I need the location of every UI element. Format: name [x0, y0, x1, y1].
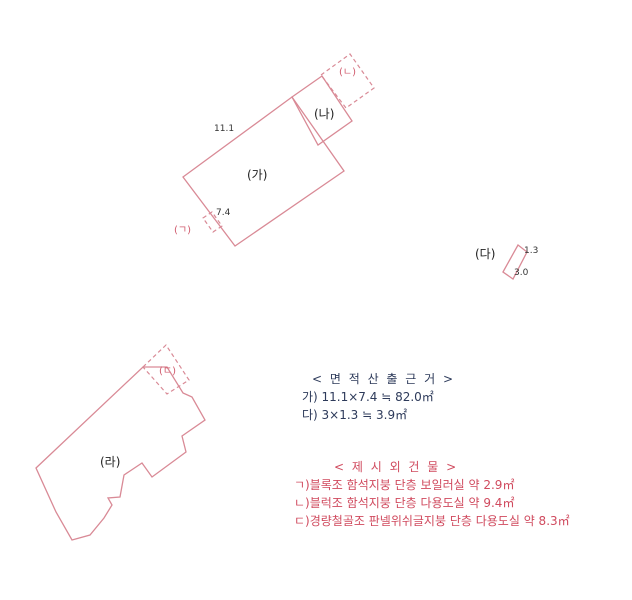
label-digeut: (ㄷ) [159, 366, 176, 377]
other-buildings-notes: < 제 시 외 건 물 > ㄱ)블록조 함석지붕 단층 보일러실 약 2.9㎡ … [294, 458, 570, 530]
other-building-line: ㄱ)블록조 함석지붕 단층 보일러실 약 2.9㎡ [294, 478, 515, 492]
area-calculation-notes: < 면 적 산 출 근 거 > 가) 11.1×7.4 ≒ 82.0㎡ 다) 3… [302, 370, 455, 424]
label-giyeok: (ㄱ) [174, 225, 191, 236]
label-ga: (가) [247, 168, 267, 182]
annex-digeut-outline [142, 344, 190, 395]
label-nieun: (ㄴ) [339, 67, 356, 78]
annex-nieun-outline [320, 53, 375, 109]
dim-ga-short: 7.4 [216, 208, 231, 218]
building-da-outline [502, 244, 528, 280]
other-buildings-title: < 제 시 외 건 물 > [334, 460, 459, 474]
other-building-line: ㄴ)블럭조 함석지붕 단층 다용도실 약 9.4㎡ [294, 496, 515, 510]
annex-giyeok-outline [202, 211, 223, 233]
dim-ga-long: 11.1 [214, 124, 234, 134]
building-ga-outline [182, 96, 345, 247]
dim-da-short: 1.3 [524, 246, 538, 256]
area-calc-line: 다) 3×1.3 ≒ 3.9㎡ [302, 408, 408, 422]
label-ra: (라) [100, 455, 120, 469]
label-da: (다) [475, 247, 495, 261]
area-calc-line: 가) 11.1×7.4 ≒ 82.0㎡ [302, 390, 434, 404]
dim-da-long: 3.0 [514, 268, 529, 278]
area-calc-title: < 면 적 산 출 근 거 > [312, 372, 456, 386]
annex-na-outline [291, 75, 353, 146]
label-na: (나) [314, 107, 334, 121]
other-building-line: ㄷ)경량철골조 판넬위쉬글지붕 단층 다용도실 약 8.3㎡ [294, 514, 570, 528]
building-ra-outline [35, 366, 206, 541]
